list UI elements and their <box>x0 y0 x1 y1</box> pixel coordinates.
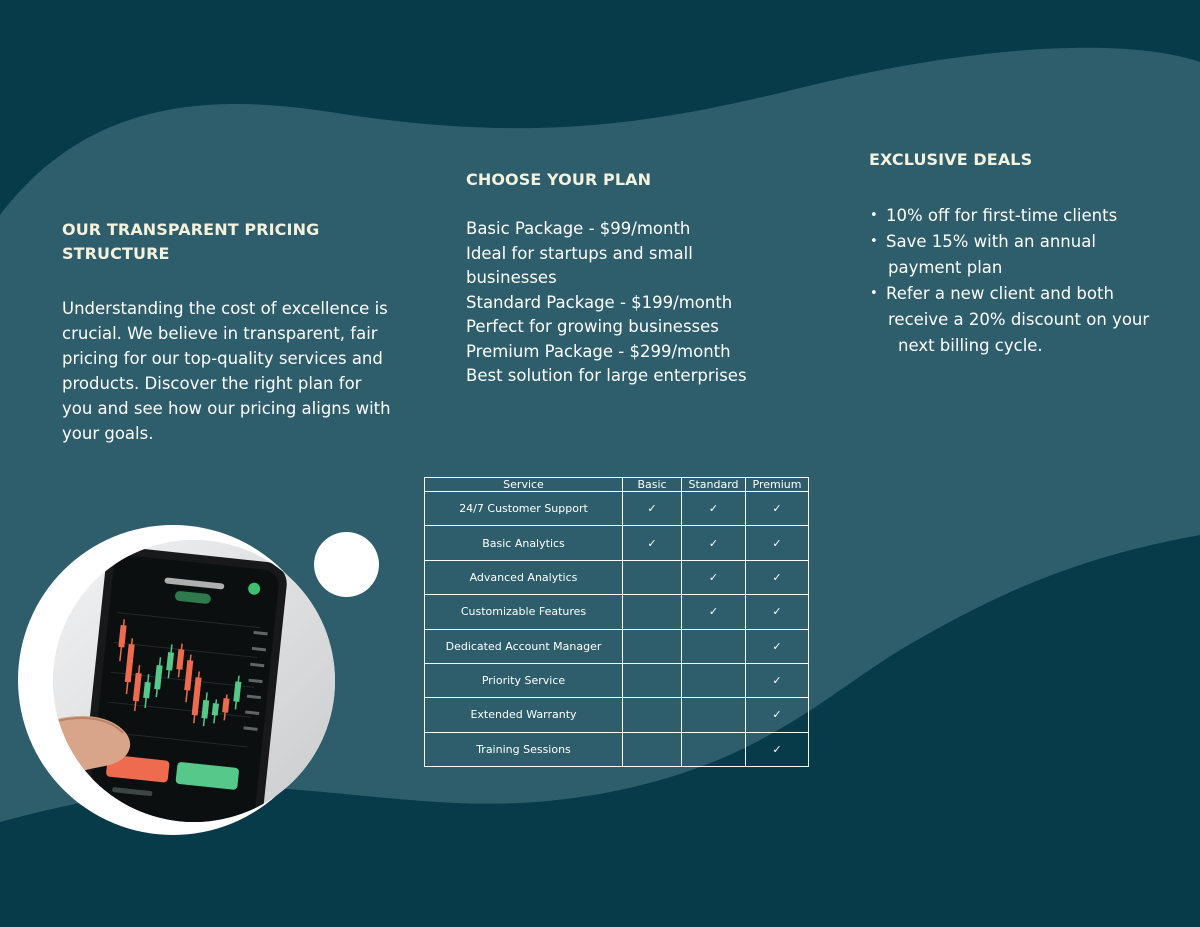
service-cell: Training Sessions <box>424 731 623 768</box>
basic-cell <box>622 594 682 630</box>
table-row: Customizable Features ✓✓ <box>424 594 809 630</box>
decorative-dot <box>314 532 379 597</box>
service-cell: Priority Service <box>424 662 623 699</box>
deals-list: 10% off for first-time clients Save 15% … <box>868 203 1188 359</box>
table-body: 24/7 Customer Support✓✓✓Basic Analytics✓… <box>424 490 809 768</box>
deal-item: Save 15% with an annual payment plan <box>868 229 1188 281</box>
standard-cell <box>681 697 746 733</box>
exclusive-deals-heading: EXCLUSIVE DEALS <box>869 150 1033 169</box>
table-row: Dedicated Account Manager ✓ <box>424 628 809 664</box>
header-service: Service <box>424 477 623 492</box>
standard-cell: ✓ <box>681 594 746 630</box>
deal-text: 10% off for first-time clients <box>886 206 1118 225</box>
table-header-row: Service Basic Standard Premium <box>424 477 809 492</box>
deal-text-cont: receive a 20% discount on your <box>888 310 1150 329</box>
basic-cell <box>622 559 682 596</box>
basic-cell <box>622 731 682 768</box>
standard-cell <box>681 731 746 768</box>
premium-cell: ✓ <box>745 594 809 630</box>
plan-standard-price: Standard Package - $199/month <box>466 292 733 312</box>
service-cell: Basic Analytics <box>424 525 623 561</box>
basic-cell <box>622 697 682 733</box>
table-row: Priority Service ✓ <box>424 662 809 699</box>
trading-phone-photo <box>53 540 335 822</box>
standard-cell <box>681 628 746 664</box>
phone-chart-illustration <box>53 540 335 822</box>
deal-text: Refer a new client and both <box>886 284 1114 303</box>
plan-list: Basic Package - $99/month Ideal for star… <box>466 217 806 389</box>
service-cell: Advanced Analytics <box>424 559 623 596</box>
table-row: Basic Analytics✓✓✓ <box>424 525 809 561</box>
premium-cell: ✓ <box>745 628 809 664</box>
table-row: Advanced Analytics ✓✓ <box>424 559 809 596</box>
pricing-intro-text: Understanding the cost of excellence is … <box>62 299 391 443</box>
standard-cell: ✓ <box>681 559 746 596</box>
basic-cell: ✓ <box>622 525 682 561</box>
basic-cell <box>622 662 682 699</box>
choose-plan-heading: CHOOSE YOUR PLAN <box>466 170 652 189</box>
plan-basic-desc-1: Ideal for startups and small <box>466 243 693 263</box>
plan-premium-desc: Best solution for large enterprises <box>466 366 747 385</box>
standard-cell: ✓ <box>681 525 746 561</box>
service-comparison-table: Service Basic Standard Premium 24/7 Cust… <box>424 477 809 768</box>
premium-cell: ✓ <box>745 697 809 733</box>
deal-item: Refer a new client and both receive a 20… <box>868 281 1188 359</box>
header-basic: Basic <box>622 477 682 492</box>
premium-cell: ✓ <box>745 490 809 527</box>
deal-text-cont: next billing cycle. <box>898 336 1043 355</box>
premium-cell: ✓ <box>745 731 809 768</box>
standard-cell: ✓ <box>681 490 746 527</box>
photo-frame <box>18 525 335 835</box>
basic-cell: ✓ <box>622 490 682 527</box>
premium-cell: ✓ <box>745 525 809 561</box>
service-cell: Dedicated Account Manager <box>424 628 623 664</box>
deal-item: 10% off for first-time clients <box>868 203 1188 229</box>
basic-cell <box>622 628 682 664</box>
service-cell: 24/7 Customer Support <box>424 490 623 527</box>
plan-basic-desc-2: businesses <box>466 268 557 287</box>
premium-cell: ✓ <box>745 662 809 699</box>
table-row: 24/7 Customer Support✓✓✓ <box>424 490 809 527</box>
standard-cell <box>681 662 746 699</box>
header-standard: Standard <box>681 477 746 492</box>
plan-standard-desc: Perfect for growing businesses <box>466 317 719 336</box>
table-row: Training Sessions ✓ <box>424 731 809 768</box>
table-row: Extended Warranty ✓ <box>424 697 809 733</box>
service-cell: Extended Warranty <box>424 697 623 733</box>
deal-text: Save 15% with an annual <box>886 232 1096 251</box>
pricing-structure-heading: OUR TRANSPARENT PRICING STRUCTURE <box>62 220 320 263</box>
plan-premium-price: Premium Package - $299/month <box>466 341 731 361</box>
plan-basic-price: Basic Package - $99/month <box>466 219 691 238</box>
premium-cell: ✓ <box>745 559 809 596</box>
deal-text-cont: payment plan <box>888 258 1003 277</box>
service-cell: Customizable Features <box>424 594 623 630</box>
header-premium: Premium <box>745 477 809 492</box>
